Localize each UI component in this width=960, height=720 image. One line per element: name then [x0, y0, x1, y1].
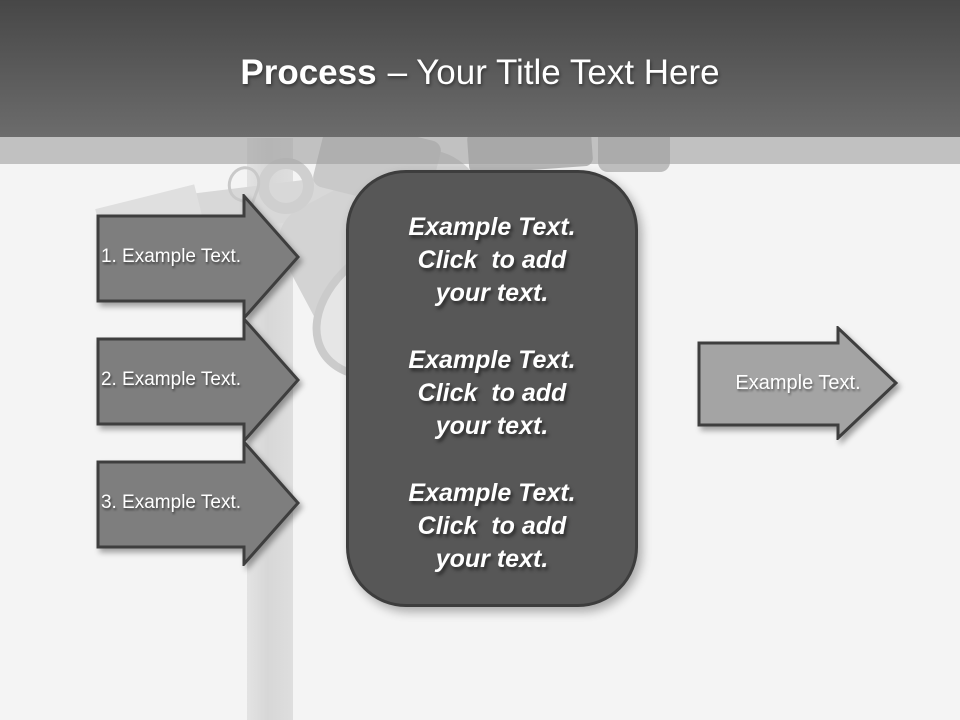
panel-text-line: Click to add [417, 246, 567, 274]
panel-text-line: your text. [435, 412, 549, 440]
arrow-right-icon [96, 317, 300, 443]
panel-text-line: Example Text. [408, 213, 576, 241]
center-text-panel[interactable]: Example Text. Click to add your text. Ex… [346, 170, 638, 607]
panel-text-line: Example Text. [408, 479, 576, 507]
process-arrow-1[interactable]: 1. Example Text. [96, 194, 300, 320]
page-title[interactable]: Process– Your Title Text Here [240, 45, 719, 93]
process-arrow-3-label: 3. Example Text. [100, 492, 242, 513]
arrow-right-icon [96, 440, 300, 566]
output-arrow-label: Example Text. [735, 371, 861, 394]
panel-text-line: your text. [435, 279, 549, 307]
panel-paragraph-1[interactable]: Example Text. Click to add your text. [349, 211, 635, 310]
process-arrow-2-label: 2. Example Text. [100, 369, 242, 390]
arrow-right-icon [697, 326, 899, 440]
output-arrow[interactable]: Example Text. [697, 326, 899, 440]
panel-paragraph-3[interactable]: Example Text. Click to add your text. [349, 477, 635, 576]
arrow-right-icon [96, 194, 300, 320]
panel-text-line: your text. [435, 545, 549, 573]
divider-strip [0, 137, 960, 164]
process-arrow-1-label: 1. Example Text. [100, 246, 242, 267]
process-arrow-3[interactable]: 3. Example Text. [96, 440, 300, 566]
panel-text-line: Example Text. [408, 346, 576, 374]
header-band: Process– Your Title Text Here [0, 0, 960, 137]
page-title-keyword: Process [240, 52, 377, 92]
process-arrow-2[interactable]: 2. Example Text. [96, 317, 300, 443]
page-title-subtitle: – Your Title Text Here [387, 52, 720, 92]
panel-text-line: Click to add [417, 512, 567, 540]
panel-paragraph-2[interactable]: Example Text. Click to add your text. [349, 344, 635, 443]
panel-text-line: Click to add [417, 379, 567, 407]
